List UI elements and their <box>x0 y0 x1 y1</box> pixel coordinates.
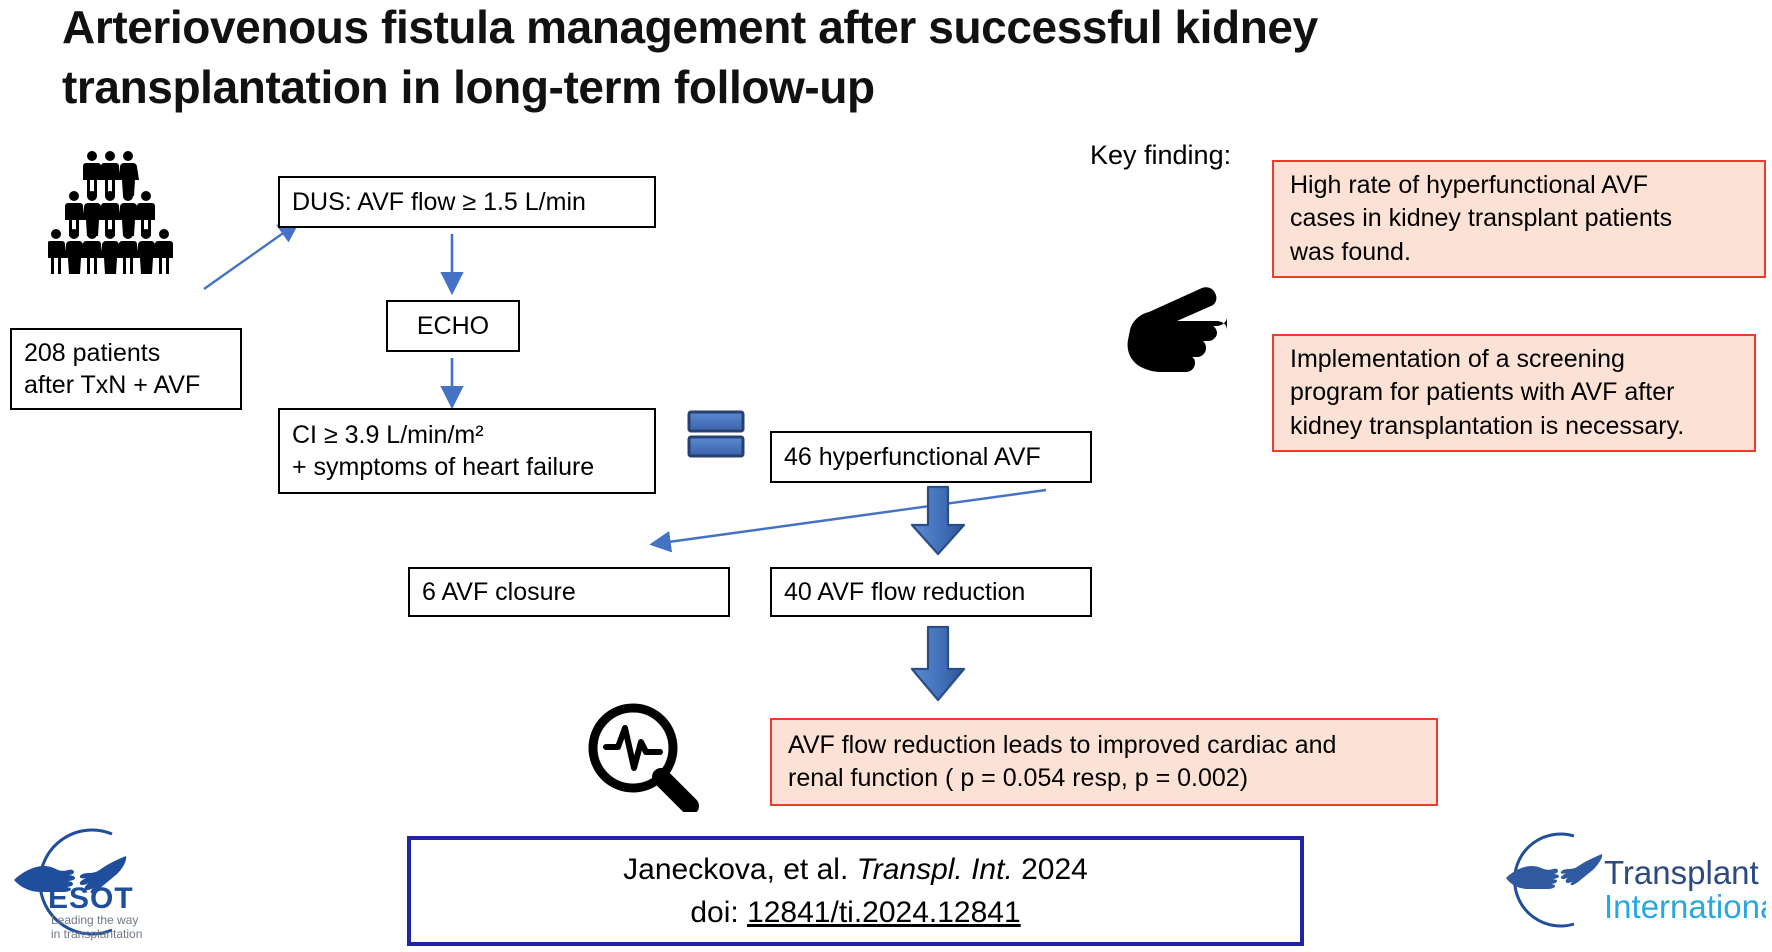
echo-box-text: ECHO <box>416 311 490 340</box>
arrow-echo-to-ci <box>440 358 464 410</box>
doi-label: doi: <box>690 896 748 929</box>
svg-text:International: International <box>1604 888 1766 925</box>
avf-closure-text: 6 AVF closure <box>422 577 576 606</box>
dus-box-text: DUS: AVF flow ≥ 1.5 L/min <box>292 187 586 216</box>
dus-box: DUS: AVF flow ≥ 1.5 L/min <box>278 176 656 228</box>
pointing-hand-icon <box>1127 287 1227 372</box>
key-finding-box-1: High rate of hyperfunctional AVF cases i… <box>1272 160 1766 278</box>
arrow-hyperfunctional-to-closure <box>649 488 1047 552</box>
citation-authors: Janeckova, et al. <box>623 852 857 886</box>
key-finding-label: Key finding: <box>1090 140 1232 170</box>
outcome-box: AVF flow reduction leads to improved car… <box>770 718 1438 806</box>
hyperfunctional-avf-box: 46 hyperfunctional AVF <box>770 431 1092 483</box>
avf-flow-reduction-text: 40 AVF flow reduction <box>784 577 1026 606</box>
patients-box: 208 patients after TxN + AVF <box>10 328 242 410</box>
arrow-dus-to-echo <box>440 234 464 296</box>
outcome-box-text: AVF flow reduction leads to improved car… <box>788 730 1337 793</box>
block-arrow-down-to-outcome <box>910 625 966 702</box>
esot-logo: ESOT Leading the way in transplantation <box>14 828 142 941</box>
people-pyramid-icon <box>48 151 173 274</box>
block-arrow-down-to-reduction <box>910 485 966 556</box>
avf-flow-reduction-box: 40 AVF flow reduction <box>770 567 1092 617</box>
transplant-international-logo: Transplant International <box>1506 832 1766 928</box>
ci-box-text: CI ≥ 3.9 L/min/m² + symptoms of heart fa… <box>292 420 595 482</box>
magnifier-ecg-icon <box>588 703 699 812</box>
key-finding-2-text: Implementation of a screening program fo… <box>1290 344 1685 440</box>
avf-closure-box: 6 AVF closure <box>408 567 730 617</box>
svg-text:Leading the way: Leading the way <box>51 913 138 927</box>
ci-box: CI ≥ 3.9 L/min/m² + symptoms of heart fa… <box>278 408 656 494</box>
svg-text:Transplant: Transplant <box>1604 854 1759 891</box>
page-title: Arteriovenous fistula management after s… <box>62 1 1318 113</box>
doi-link[interactable]: 12841/ti.2024.12841 <box>747 896 1021 929</box>
equals-icon <box>687 410 745 458</box>
citation-reference: Janeckova, et al. Transpl. Int. 2024 <box>623 848 1088 891</box>
echo-box: ECHO <box>386 300 520 352</box>
citation-box[interactable]: Janeckova, et al. Transpl. Int. 2024 doi… <box>407 836 1304 946</box>
key-finding-1-text: High rate of hyperfunctional AVF cases i… <box>1290 170 1673 266</box>
hyperfunctional-avf-text: 46 hyperfunctional AVF <box>784 442 1041 471</box>
citation-doi: doi: 12841/ti.2024.12841 <box>690 891 1020 934</box>
key-finding-box-2: Implementation of a screening program fo… <box>1272 334 1756 452</box>
citation-year: 2024 <box>1012 852 1088 886</box>
arrow-patients-to-dus <box>203 221 300 290</box>
patients-box-text: 208 patients after TxN + AVF <box>24 338 201 400</box>
citation-journal: Transpl. Int. <box>856 852 1013 886</box>
svg-text:in transplantation: in transplantation <box>51 927 142 941</box>
svg-text:ESOT: ESOT <box>48 882 134 915</box>
